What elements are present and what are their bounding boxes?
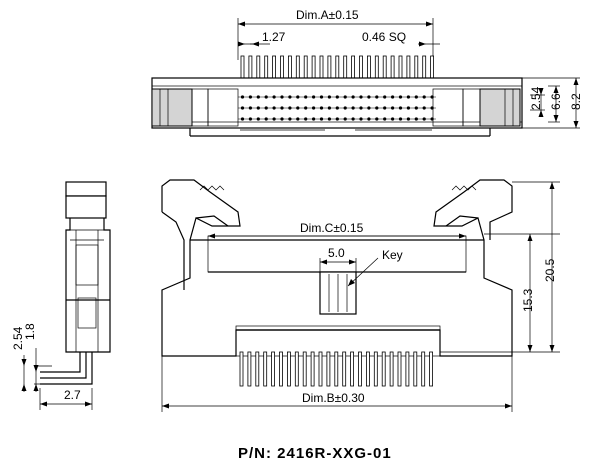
side-view: 2.7 2.54 1.8 bbox=[11, 181, 111, 410]
pin-tip bbox=[335, 55, 340, 79]
front-pin bbox=[279, 351, 283, 387]
pitch-vertical-label: 2.54 bbox=[11, 326, 25, 350]
front-pin bbox=[429, 351, 434, 387]
pin-offset-label: 2.7 bbox=[64, 388, 81, 402]
pin-tip bbox=[382, 55, 387, 79]
front-pin bbox=[397, 351, 402, 387]
front-pin bbox=[255, 351, 260, 387]
pin-tip bbox=[311, 55, 316, 79]
pin-tip bbox=[272, 55, 277, 79]
pin-tip bbox=[366, 55, 371, 79]
front-pin bbox=[358, 351, 362, 387]
pin-tip bbox=[287, 55, 292, 79]
top-pins bbox=[240, 55, 435, 79]
overall-height-label: 20.5 bbox=[543, 258, 557, 282]
key-callout-label: Key bbox=[382, 248, 403, 262]
pin-tip bbox=[240, 55, 245, 79]
pin-tip bbox=[374, 55, 379, 79]
pin-tip bbox=[422, 55, 427, 79]
offset-label: 1.8 bbox=[23, 323, 37, 340]
front-pin bbox=[263, 351, 268, 387]
front-pin bbox=[350, 351, 355, 387]
front-view: Dim.C±0.15 5.0 Key Dim.B±0.30 15.3 20.5 bbox=[161, 179, 560, 412]
front-pin bbox=[326, 351, 331, 387]
front-pin bbox=[405, 351, 410, 387]
front-pin bbox=[334, 351, 339, 387]
pin-tip bbox=[343, 55, 348, 79]
pin-tip bbox=[303, 55, 308, 79]
pin-tip bbox=[359, 55, 363, 79]
pin-tip bbox=[327, 55, 332, 79]
top-view: Dim.A±0.15 1.27 0.46 SQ bbox=[151, 8, 583, 137]
inner-height-label: 6.6 bbox=[549, 93, 563, 110]
dim-b-label: Dim.B±0.30 bbox=[302, 391, 365, 405]
front-pin bbox=[413, 351, 418, 387]
top-pin-rows bbox=[238, 95, 436, 121]
front-pin bbox=[381, 351, 386, 387]
dim-c-label: Dim.C±0.15 bbox=[300, 221, 364, 235]
front-pins bbox=[239, 351, 434, 387]
front-pin bbox=[342, 351, 347, 387]
pin-tip bbox=[319, 55, 324, 79]
front-pin bbox=[365, 351, 370, 387]
front-pin bbox=[302, 351, 307, 387]
front-pin bbox=[294, 351, 299, 387]
pin-tip bbox=[248, 55, 253, 79]
part-number: P/N: 2416R-XXG-01 bbox=[238, 445, 392, 462]
pin-tip bbox=[256, 55, 261, 79]
pin-tip bbox=[406, 55, 411, 79]
front-pin bbox=[247, 351, 252, 387]
key-width-label: 5.0 bbox=[328, 246, 345, 260]
row-spacing-label: 2.54 bbox=[529, 86, 543, 110]
outer-height-label: 8.2 bbox=[569, 93, 583, 110]
dim-a-label: Dim.A±0.15 bbox=[296, 8, 359, 22]
pin-tip bbox=[390, 55, 395, 79]
front-pin bbox=[286, 351, 291, 387]
pin-tip bbox=[295, 55, 300, 79]
body-height-label: 15.3 bbox=[521, 288, 535, 312]
pin-tip bbox=[351, 55, 356, 79]
front-pin bbox=[310, 351, 315, 387]
front-pin bbox=[239, 351, 244, 387]
pin-tip bbox=[430, 55, 435, 79]
front-pin bbox=[271, 351, 276, 387]
pin-tip bbox=[264, 55, 269, 79]
front-pin bbox=[421, 351, 426, 387]
pin-tip bbox=[280, 55, 284, 79]
front-pin bbox=[318, 351, 323, 387]
front-pin bbox=[373, 351, 378, 387]
pin-sq-label: 0.46 SQ bbox=[362, 30, 406, 44]
pitch-label: 1.27 bbox=[262, 30, 286, 44]
front-pin bbox=[389, 351, 394, 387]
pin-tip bbox=[398, 55, 403, 79]
pin-tip bbox=[414, 55, 419, 79]
